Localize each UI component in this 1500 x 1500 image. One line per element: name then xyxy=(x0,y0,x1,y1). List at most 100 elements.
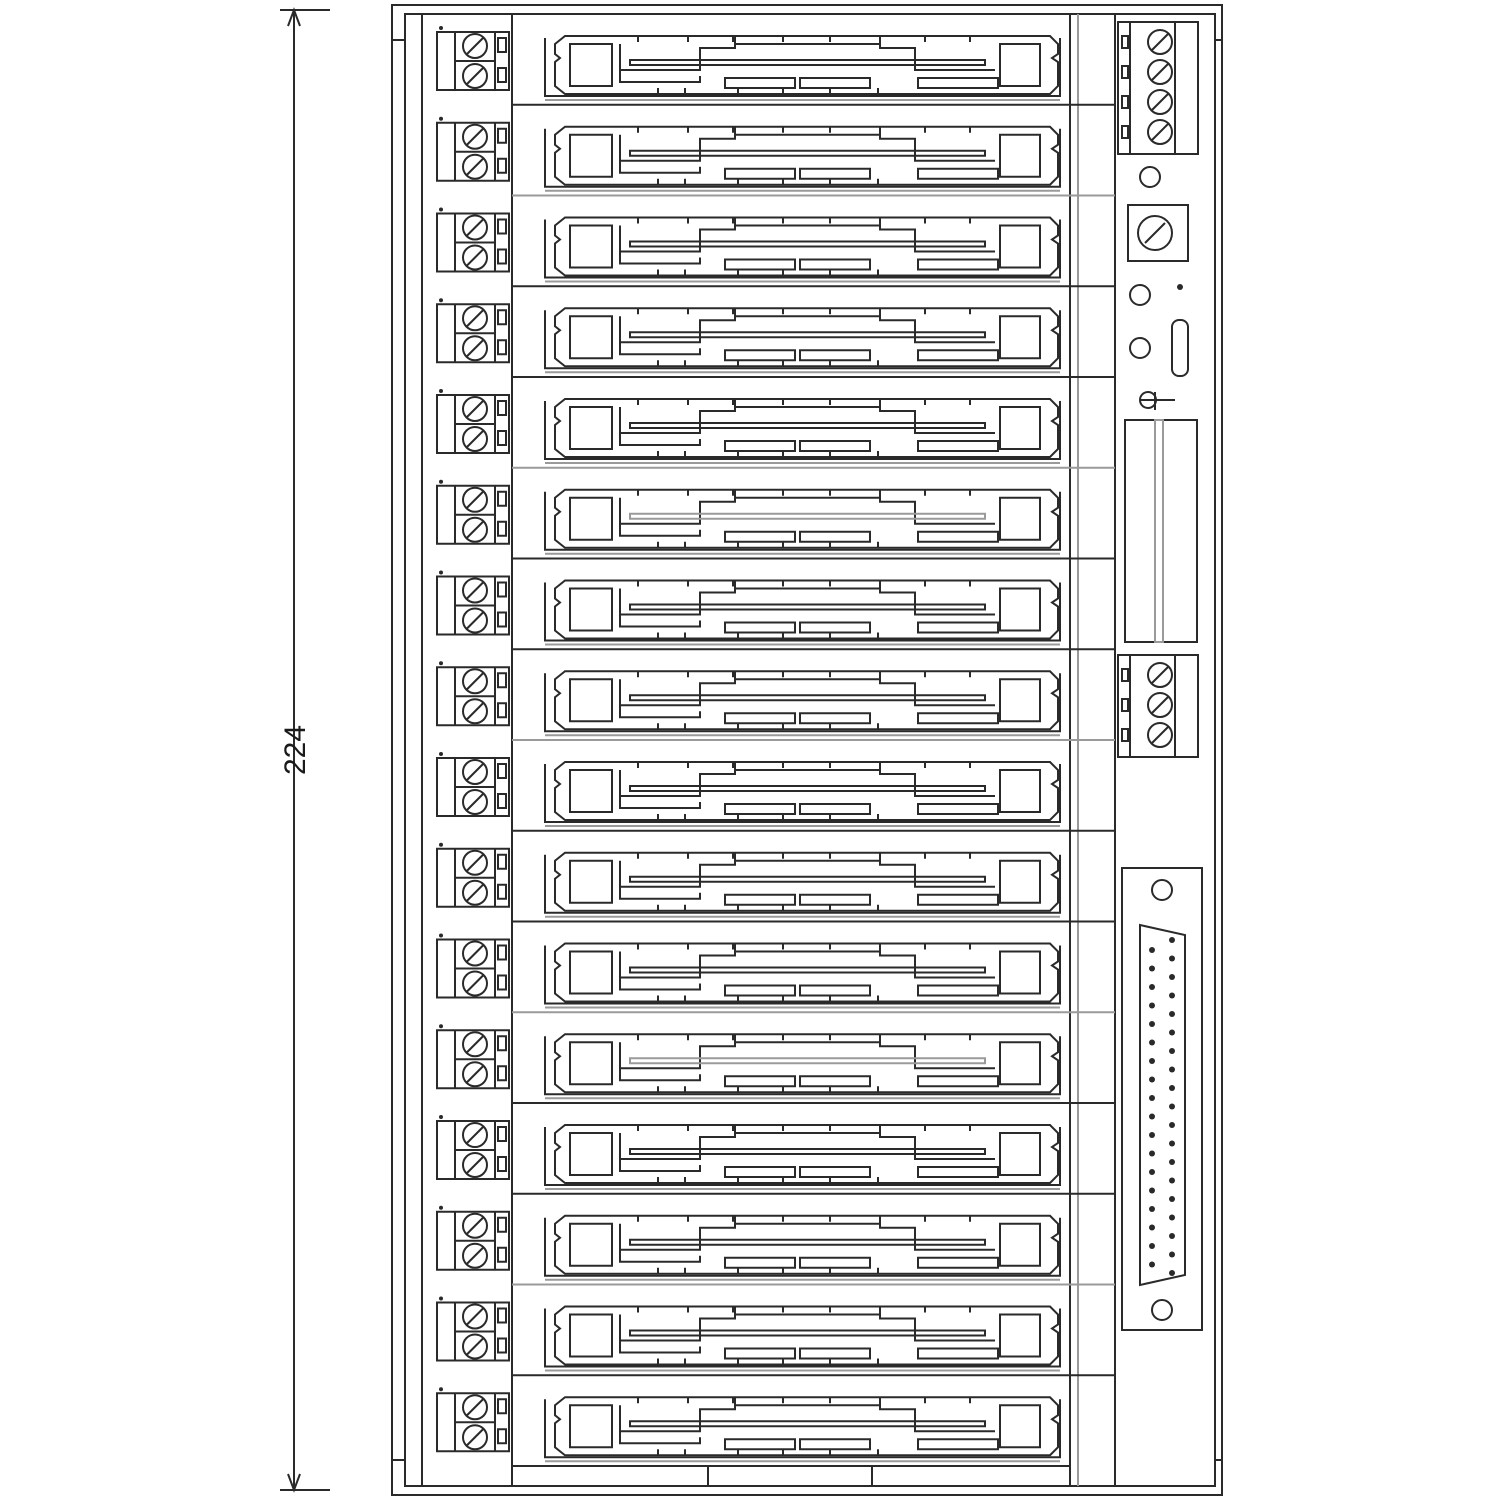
connector-pin xyxy=(1149,1039,1155,1046)
middle-terminal-block xyxy=(1117,654,1199,758)
terminal-screw-icon xyxy=(462,516,488,543)
io-module xyxy=(436,103,1115,192)
module-terminal-block xyxy=(436,298,510,364)
connector-pin xyxy=(1149,1002,1155,1009)
terminal-screw-icon xyxy=(462,1122,488,1148)
terminal-screw-icon xyxy=(462,849,488,876)
module-body xyxy=(544,35,1061,101)
terminal-screw-icon xyxy=(1147,692,1173,718)
module-label-strip xyxy=(629,422,986,429)
module-label-strip xyxy=(629,966,986,974)
connector-pin xyxy=(1149,984,1155,990)
terminal-screw-icon xyxy=(462,396,488,422)
module-body xyxy=(544,851,1061,918)
connector-pin xyxy=(1149,1113,1155,1120)
connector-pin xyxy=(1149,1076,1155,1083)
module-label-strip xyxy=(629,240,986,248)
io-module xyxy=(436,557,1115,646)
terminal-screw-icon xyxy=(462,123,488,150)
module-label-strip xyxy=(629,512,986,520)
module-terminal-block xyxy=(436,842,510,908)
module-left-window xyxy=(569,950,613,995)
mounting-screw-icon xyxy=(1151,879,1173,901)
module-right-window xyxy=(999,950,1041,995)
terminal-screw-icon xyxy=(1147,119,1173,145)
io-module xyxy=(436,648,1115,737)
terminal-screw-icon xyxy=(462,1242,488,1269)
sub-d-connector xyxy=(1121,867,1203,1331)
terminal-screw-icon xyxy=(462,789,488,815)
sd-card-slot xyxy=(1124,419,1198,643)
connector-pin xyxy=(1149,1150,1155,1157)
terminal-screw-icon xyxy=(462,33,488,59)
module-body xyxy=(544,670,1061,737)
io-module xyxy=(436,376,1115,464)
terminal-screw-icon xyxy=(462,1394,488,1421)
io-module xyxy=(436,829,1115,918)
connector-pin xyxy=(1149,1058,1155,1064)
connector-pin xyxy=(1149,1224,1155,1231)
module-right-window xyxy=(999,43,1041,87)
io-module xyxy=(436,1011,1115,1100)
module-left-window xyxy=(569,224,613,269)
io-module xyxy=(436,285,1115,374)
module-body xyxy=(544,125,1061,192)
io-module xyxy=(436,1374,1115,1463)
module-right-window xyxy=(999,133,1041,178)
io-module xyxy=(436,194,1115,283)
terminal-screw-icon xyxy=(1147,662,1173,688)
io-module xyxy=(436,1102,1115,1190)
module-left-window xyxy=(569,406,613,450)
module-body xyxy=(544,488,1061,555)
module-terminal-block xyxy=(436,479,510,545)
height-dimension xyxy=(280,7,330,1493)
module-right-window xyxy=(999,496,1041,541)
terminal-screw-icon xyxy=(462,668,488,695)
connector-pin xyxy=(1169,955,1175,962)
module-terminal-block xyxy=(436,116,510,182)
module-label-strip xyxy=(629,1329,986,1337)
module-body xyxy=(544,398,1061,464)
module-right-window xyxy=(999,769,1041,813)
io-module xyxy=(436,739,1115,827)
usb-port-icon xyxy=(1171,319,1189,377)
connector-pin xyxy=(1169,1122,1175,1128)
module-terminal-block xyxy=(436,570,510,636)
terminal-screw-icon xyxy=(462,1031,488,1058)
terminal-screw-icon xyxy=(462,486,488,513)
connector-pin xyxy=(1169,1140,1175,1147)
height-dimension-label: 224 xyxy=(279,725,312,775)
io-module xyxy=(436,1192,1115,1281)
io-module xyxy=(436,920,1115,1009)
connector-pin xyxy=(1169,1103,1175,1110)
module-terminal-block xyxy=(436,207,510,273)
connector-pin xyxy=(1149,1132,1155,1138)
connector-pin xyxy=(1169,992,1175,999)
connector-pin xyxy=(1149,947,1155,953)
module-body xyxy=(544,216,1061,283)
connector-pin xyxy=(1169,1085,1175,1091)
connector-pin xyxy=(1149,1206,1155,1212)
module-terminal-block xyxy=(436,26,510,91)
connector-pin xyxy=(1169,974,1175,980)
connector-pin xyxy=(1169,1270,1175,1276)
terminal-screw-icon xyxy=(462,577,488,604)
control-side-panel xyxy=(1117,21,1203,1331)
module-terminal-block xyxy=(436,1115,510,1180)
module-right-window xyxy=(999,406,1041,450)
io-module xyxy=(436,466,1115,555)
terminal-screw-icon xyxy=(462,63,488,89)
module-terminal-block xyxy=(436,1296,510,1362)
connector-pin xyxy=(1149,965,1155,972)
module-terminal-block xyxy=(436,661,510,727)
led-indicator-icon xyxy=(1129,284,1151,306)
module-right-window xyxy=(999,1222,1041,1267)
module-label-strip xyxy=(629,785,986,792)
terminal-screw-icon xyxy=(462,759,488,785)
io-module xyxy=(436,26,1061,101)
led-indicator-icon xyxy=(1139,166,1161,188)
module-label-strip xyxy=(629,694,986,702)
module-body xyxy=(544,1214,1061,1281)
module-body xyxy=(544,942,1061,1009)
